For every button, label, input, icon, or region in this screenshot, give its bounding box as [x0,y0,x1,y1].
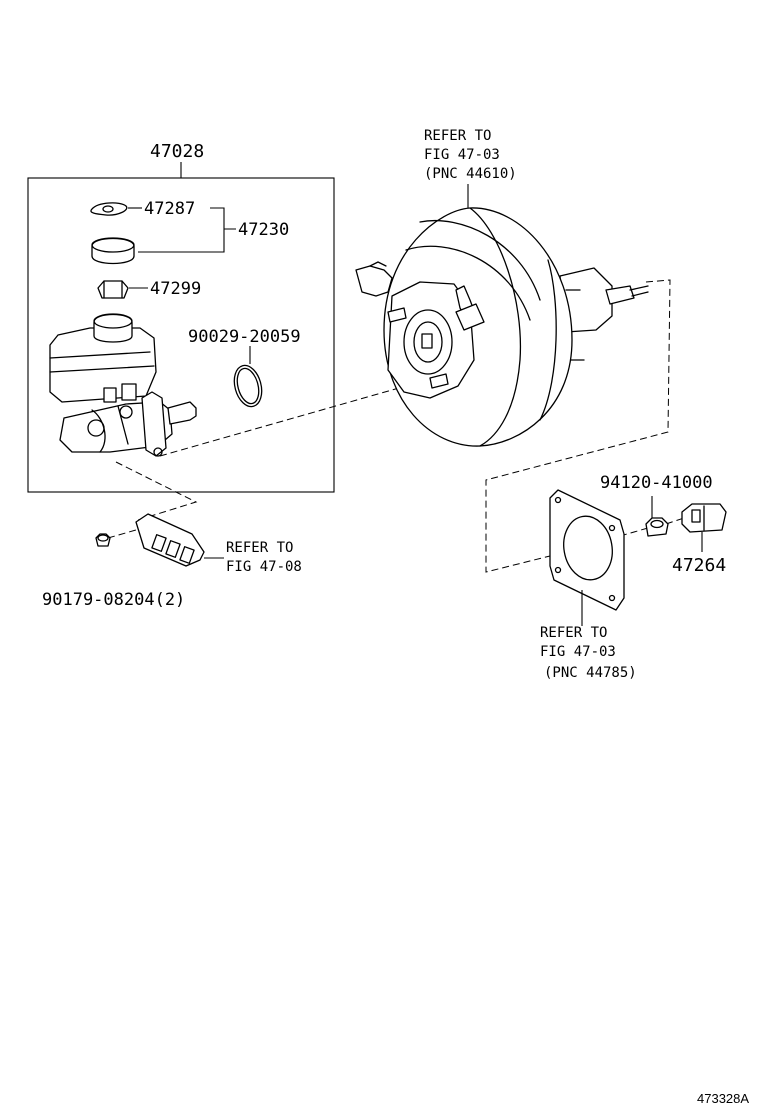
refer-to-booster-line1[interactable]: REFER TO [424,128,491,144]
refer-to-gasket-line1[interactable]: REFER TO [540,625,607,641]
label-90029-20059[interactable]: 90029-20059 [188,327,301,347]
dashed-line-bracket-to-clip [619,517,685,537]
part-clevis-47264[interactable] [681,503,727,533]
refer-to-booster-line2[interactable]: FIG 47-03 [424,147,500,163]
part-nut-94120[interactable] [645,517,669,537]
dashed-line-nut-to-valve [107,529,137,539]
refer-to-booster-line3[interactable]: (PNC 44610) [424,166,517,182]
part-reservoir-cap[interactable] [91,237,135,265]
refer-to-gasket-line2[interactable]: FIG 47-03 [540,644,616,660]
part-cap-gasket-47287[interactable] [90,202,128,216]
label-47287[interactable]: 47287 [144,199,195,219]
figure-id: 473328A [697,1091,749,1106]
dashed-line-cylinder-to-valve [115,461,198,521]
label-90179-08204[interactable]: 90179-08204(2) [42,590,185,610]
part-strainer-47299[interactable] [97,280,129,299]
refer-to-fig-47-08-line1[interactable]: REFER TO [226,540,293,556]
label-94120-41000[interactable]: 94120-41000 [600,473,713,493]
refer-to-fig-47-08-line2[interactable]: FIG 47-08 [226,559,302,575]
label-47299[interactable]: 47299 [150,279,201,299]
label-47028[interactable]: 47028 [150,141,204,162]
label-47264[interactable]: 47264 [672,555,726,576]
leader-47230-bracket [138,207,236,253]
part-master-cylinder[interactable] [49,313,197,457]
part-booster-gasket[interactable] [549,489,625,611]
part-o-ring-90029[interactable] [230,362,266,409]
dashed-line-cylinder-to-booster [159,381,421,457]
part-nut-90179[interactable] [95,533,111,547]
part-proportioning-valve[interactable] [135,513,205,567]
refer-to-gasket-line3[interactable]: (PNC 44785) [544,665,637,681]
part-brake-booster[interactable] [355,207,649,447]
label-47230[interactable]: 47230 [238,220,289,240]
dashed-line-booster-to-bracket [485,279,671,573]
